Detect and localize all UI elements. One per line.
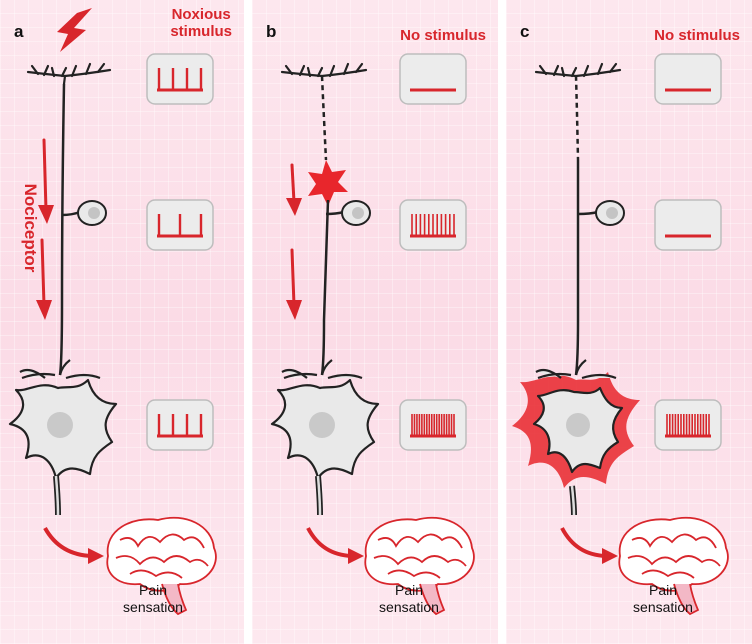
panel-a: a Noxious stimulus Nociceptor: [0, 0, 244, 644]
brain-icon: [618, 516, 729, 616]
panel-label: b: [266, 22, 277, 41]
firing-pattern-box-a-bottom: [146, 399, 214, 451]
panel-c-illustration: [512, 62, 729, 616]
firing-pattern-box-c-bottom: [654, 399, 722, 451]
panel-title: No stimulus: [400, 27, 486, 44]
firing-pattern-box-a-mid: [146, 199, 214, 251]
arrow-to-brain: [560, 527, 607, 558]
pain-sensation-label: Pain sensation: [379, 582, 439, 615]
firing-pattern-box-c-mid: [654, 199, 722, 251]
panel-b-illustration: [270, 62, 475, 616]
damaged-axon-segment: [320, 75, 328, 161]
panel-label: a: [14, 22, 24, 41]
damaged-axon-segment: [574, 75, 580, 161]
firing-pattern-box-c-top: [654, 53, 722, 105]
panel-label: c: [520, 22, 530, 41]
peripheral-dendrite: [26, 62, 112, 86]
panel-a-illustration: [8, 8, 217, 616]
pain-sensation-label: Pain sensation: [633, 582, 693, 615]
brain-icon: [106, 516, 217, 616]
arrow-to-brain: [306, 527, 353, 558]
signal-arrows: [36, 138, 54, 320]
panel-b: b No stimulus Pain sensatio: [252, 0, 498, 644]
neuron-nucleus: [47, 412, 73, 438]
brain-icon: [364, 516, 475, 616]
axon: [58, 83, 66, 376]
firing-pattern-box-b-bottom: [399, 399, 467, 451]
pain-sensation-label: Pain sensation: [123, 582, 183, 615]
panel-title: Noxious stimulus: [170, 6, 232, 40]
panel-title: No stimulus: [654, 27, 740, 44]
firing-pattern-box-b-top: [399, 53, 467, 105]
axon: [574, 160, 580, 376]
neuron-nucleus: [566, 413, 590, 437]
panel-c: c No stimulus Pain sensation: [506, 0, 752, 644]
axon: [320, 199, 330, 376]
firing-pattern-box-b-mid: [399, 199, 467, 251]
lightning-bolt-icon: [57, 8, 92, 52]
signal-arrows: [286, 163, 302, 320]
neuron-nucleus: [309, 412, 335, 438]
arrow-to-brain: [43, 526, 93, 558]
ectopic-discharge-star: [308, 160, 348, 206]
firing-pattern-box-a-top: [146, 53, 214, 105]
